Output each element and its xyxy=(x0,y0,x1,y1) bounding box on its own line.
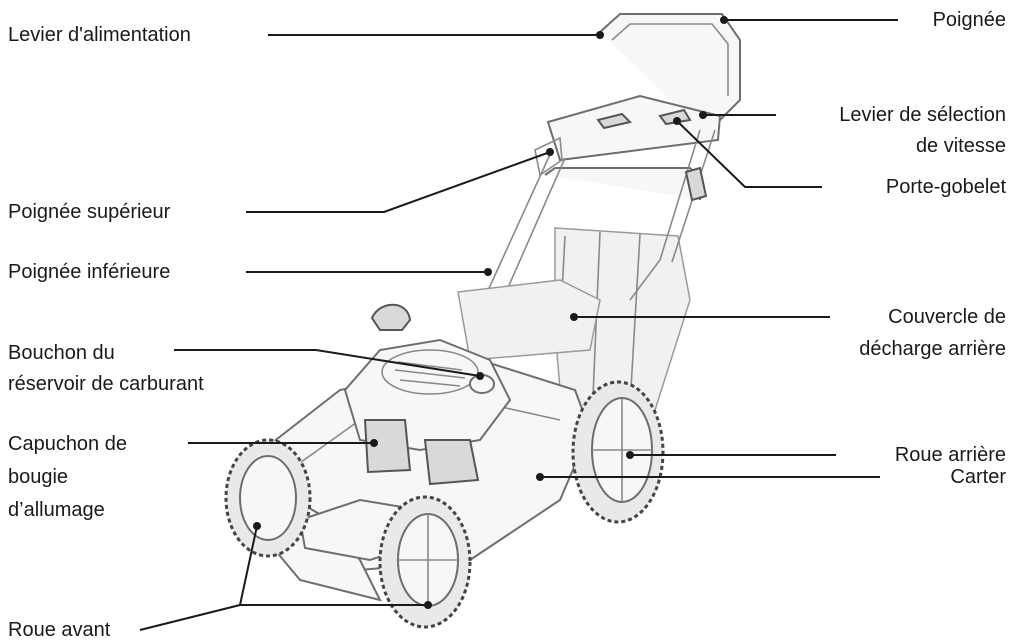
label-rear-wheel: Roue arrière xyxy=(894,444,1006,466)
leader-fuel-cap xyxy=(174,349,481,377)
label-upper-handle: Poignée supérieur xyxy=(8,201,171,223)
leader-front-wheel xyxy=(139,525,428,631)
label-spark-cap-line3: d’allumage xyxy=(8,499,105,521)
label-handle: Poignée xyxy=(932,9,1006,31)
handle-frame xyxy=(469,13,741,341)
label-cup-holder: Porte-gobelet xyxy=(885,176,1006,198)
label-speed-lever-line1: Levier de sélection xyxy=(839,104,1006,126)
label-speed-lever-line2: de vitesse xyxy=(915,135,1006,157)
leader-cup-holder xyxy=(676,120,822,188)
label-deck: Carter xyxy=(950,466,1006,488)
label-lower-handle: Poignée inférieure xyxy=(8,261,171,283)
label-rear-chute-line2: décharge arrière xyxy=(859,338,1006,360)
label-spark-cap-line2: bougie xyxy=(8,466,69,488)
label-front-wheel: Roue avant xyxy=(8,619,111,641)
front-left-wheel xyxy=(224,438,312,558)
rear-wheel xyxy=(571,380,665,524)
label-fuel-cap-line2: réservoir de carburant xyxy=(8,373,204,395)
label-power-lever: Levier d'alimentation xyxy=(8,24,191,46)
label-fuel-cap-line1: Bouchon du xyxy=(8,342,115,364)
leader-upper-handle xyxy=(246,151,551,213)
leader-lines xyxy=(139,16,898,631)
label-spark-cap-line1: Capuchon de xyxy=(8,433,127,455)
front-right-wheel xyxy=(378,495,472,629)
label-rear-chute-line1: Couvercle de xyxy=(888,306,1006,328)
